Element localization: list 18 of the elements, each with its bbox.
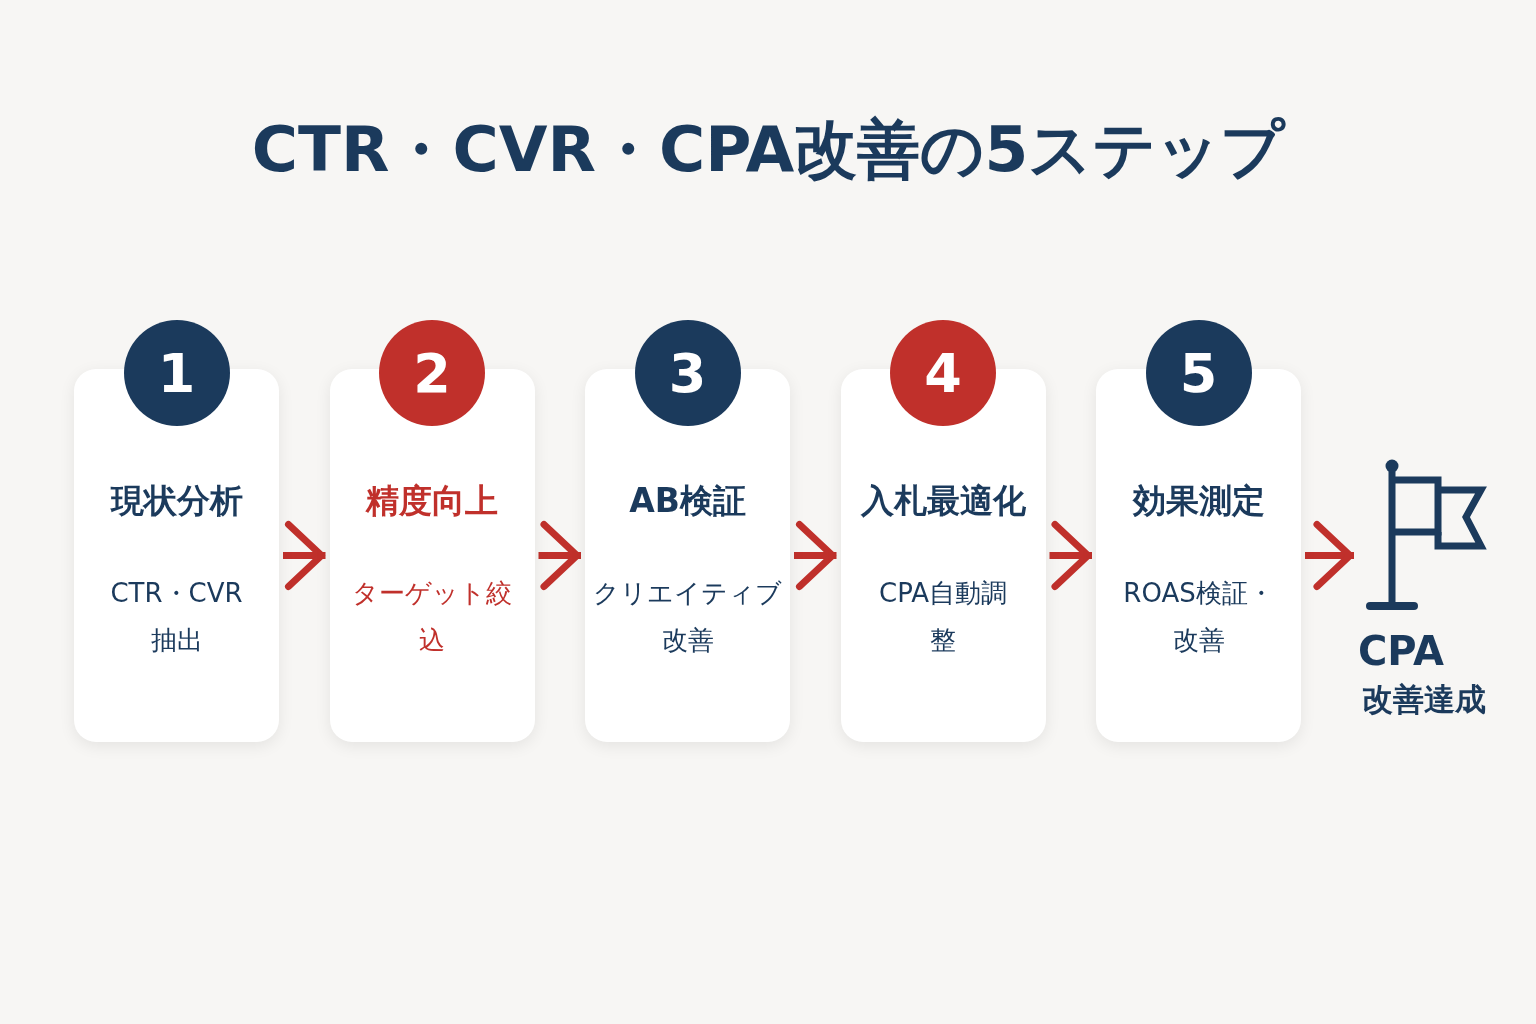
step-description: ROAS検証・改善 [1122,577,1275,657]
step-description: CTR・CVR抽出 [109,577,244,657]
step-description: ターゲット絞込 [351,577,513,657]
step-number-badge: 1 [123,320,230,426]
step-heading: 効果測定 [1132,480,1265,521]
step-description: CPA自動調整 [878,577,1008,657]
goal-caption: 改善達成 [1362,681,1486,717]
step-heading: AB検証 [629,480,746,521]
step-number-badge: 5 [1145,320,1252,426]
step-heading: 入札最適化 [860,480,1026,521]
title: CTR・CVR・CPA改善の5ステップ [251,112,1285,188]
step-heading: 現状分析 [110,480,243,521]
step-heading: 精度向上 [366,480,498,521]
step-number-badge: 4 [890,320,996,426]
goal-label: CPA [1358,628,1444,674]
step-description: クリエイティブ改善 [592,577,783,657]
step-number-badge: 2 [379,320,485,426]
step-number-badge: 3 [634,320,741,426]
